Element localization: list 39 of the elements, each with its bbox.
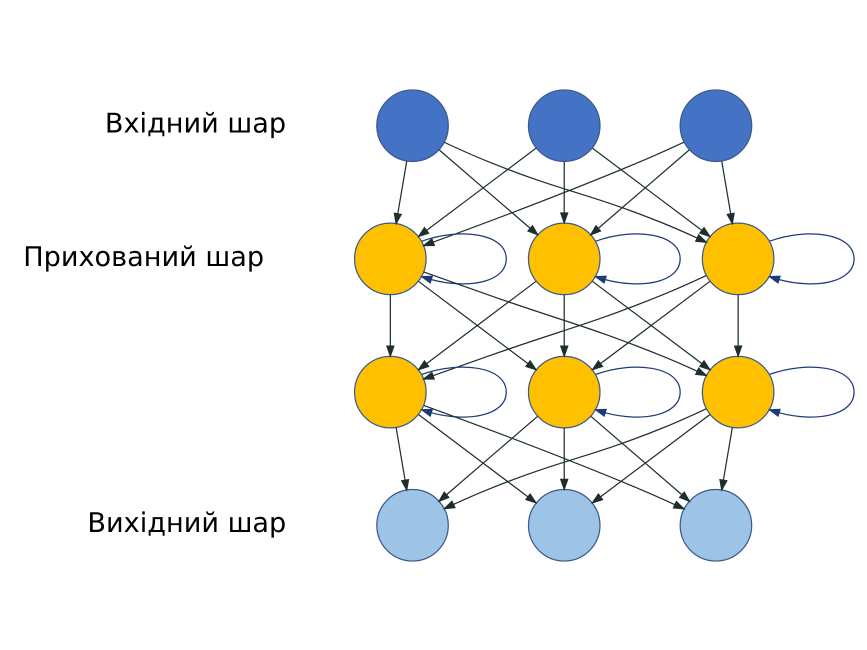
arrow bbox=[591, 414, 710, 504]
arrow bbox=[560, 294, 569, 358]
label: Вхідний шар bbox=[104, 108, 286, 140]
arrow bbox=[719, 427, 733, 492]
arrow bbox=[590, 415, 691, 502]
arrow bbox=[438, 149, 540, 236]
arrow bbox=[768, 366, 855, 418]
arrow bbox=[422, 141, 684, 246]
arrow bbox=[424, 404, 686, 510]
arrow bbox=[442, 408, 706, 509]
arrow bbox=[386, 294, 395, 358]
node-circle bbox=[354, 222, 427, 295]
arrow bbox=[592, 147, 712, 237]
node-circle bbox=[702, 222, 775, 295]
node-circle bbox=[528, 355, 601, 428]
arrow bbox=[721, 160, 735, 225]
arrow bbox=[420, 366, 507, 418]
arrow bbox=[394, 160, 408, 225]
arrow bbox=[768, 232, 855, 284]
label: Вихідний шар bbox=[87, 508, 286, 539]
node-circle bbox=[354, 355, 427, 428]
arrow bbox=[560, 161, 569, 224]
arrow bbox=[589, 149, 690, 236]
node-circle bbox=[528, 88, 601, 162]
arrow bbox=[420, 232, 507, 284]
arrow bbox=[560, 428, 569, 491]
arrow bbox=[438, 415, 538, 502]
arrow bbox=[734, 294, 742, 358]
arrow bbox=[444, 141, 708, 243]
node-circle bbox=[702, 355, 775, 428]
node-circle bbox=[680, 88, 752, 162]
node-circle bbox=[376, 88, 449, 162]
arrow bbox=[594, 366, 681, 418]
arrow bbox=[396, 427, 410, 492]
node-circle bbox=[528, 488, 601, 562]
arrow bbox=[594, 232, 681, 284]
arrow bbox=[417, 147, 536, 237]
arrow bbox=[418, 414, 538, 504]
label: Прихований шар bbox=[23, 241, 264, 272]
